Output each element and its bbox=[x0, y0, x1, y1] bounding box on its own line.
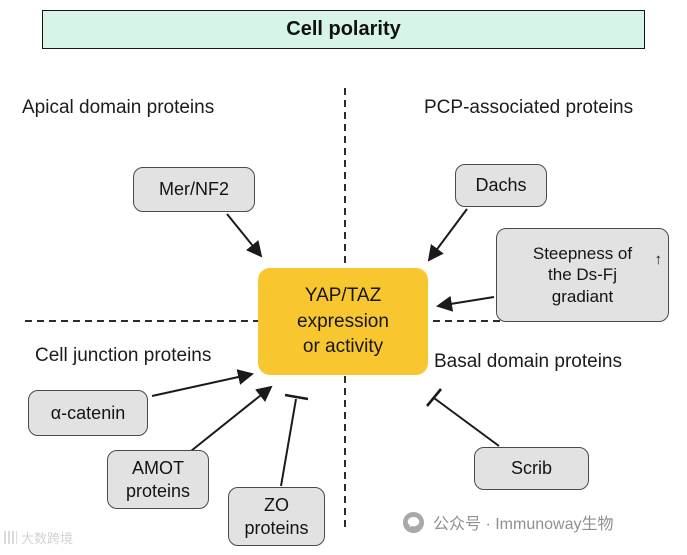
page-title: Cell polarity bbox=[286, 18, 401, 40]
node-steepness-ds-fj-gradient: Steepness of the Ds-Fj gradiant ↑ bbox=[496, 228, 669, 322]
scrib-inhibition-bar bbox=[425, 388, 443, 407]
node-scrib-label: Scrib bbox=[510, 458, 552, 479]
node-zo-proteins: ZO proteins bbox=[228, 487, 325, 546]
mer-nf2-arrow bbox=[226, 213, 263, 258]
up-arrow-icon: ↑ bbox=[654, 251, 663, 268]
node-steepness-line1: Steepness of bbox=[532, 244, 633, 264]
scrib-inhibition-line bbox=[433, 397, 500, 447]
center-line2: expression bbox=[297, 310, 389, 332]
node-alpha-catenin-label: α-catenin bbox=[50, 402, 126, 423]
dachs-arrow bbox=[427, 208, 468, 262]
left-watermark-logo-icon bbox=[4, 531, 17, 544]
node-zo-line1: ZO bbox=[264, 495, 289, 515]
steepness-arrow-line bbox=[436, 295, 495, 312]
node-alpha-catenin: α-catenin bbox=[28, 390, 148, 436]
left-watermark: 大数跨境 bbox=[4, 528, 73, 547]
label-apical-domain-proteins: Apical domain proteins bbox=[22, 97, 215, 118]
node-steepness-line2: the Ds-Fj bbox=[548, 265, 617, 285]
node-steepness-line3: gradiant bbox=[551, 286, 614, 306]
zo-inhibition-line bbox=[280, 398, 297, 487]
wechat-watermark-text: 公众号 · Immunoway生物 bbox=[433, 516, 614, 533]
node-mer-nf2-label: Mer/NF2 bbox=[158, 179, 229, 200]
wechat-watermark: 公众号 · Immunoway生物 bbox=[402, 510, 613, 534]
node-amot-proteins: AMOT proteins bbox=[107, 450, 209, 509]
title-box: Cell polarity bbox=[42, 10, 645, 49]
wechat-account-icon bbox=[402, 511, 425, 533]
node-amot-line1: AMOT bbox=[132, 458, 184, 478]
yap-taz-central-box: YAP/TAZ expression or activity bbox=[258, 268, 428, 375]
node-mer-nf2: Mer/NF2 bbox=[133, 167, 255, 212]
node-amot-line2: proteins bbox=[125, 480, 191, 501]
label-pcp-associated-proteins: PCP-associated proteins bbox=[424, 97, 634, 118]
amot-arrow bbox=[190, 385, 273, 452]
left-watermark-text: 大数跨境 bbox=[21, 531, 74, 546]
node-scrib: Scrib bbox=[474, 447, 589, 490]
zo-inhibition-bar bbox=[284, 393, 309, 401]
node-dachs-label: Dachs bbox=[475, 175, 527, 196]
center-line3: or activity bbox=[302, 336, 384, 358]
alpha-catenin-arrow bbox=[151, 369, 254, 397]
node-dachs: Dachs bbox=[455, 164, 547, 207]
label-basal-domain-proteins: Basal domain proteins bbox=[434, 351, 622, 372]
node-zo-line2: proteins bbox=[244, 517, 309, 538]
center-line1: YAP/TAZ bbox=[304, 285, 382, 307]
label-cell-junction-proteins: Cell junction proteins bbox=[35, 345, 212, 366]
